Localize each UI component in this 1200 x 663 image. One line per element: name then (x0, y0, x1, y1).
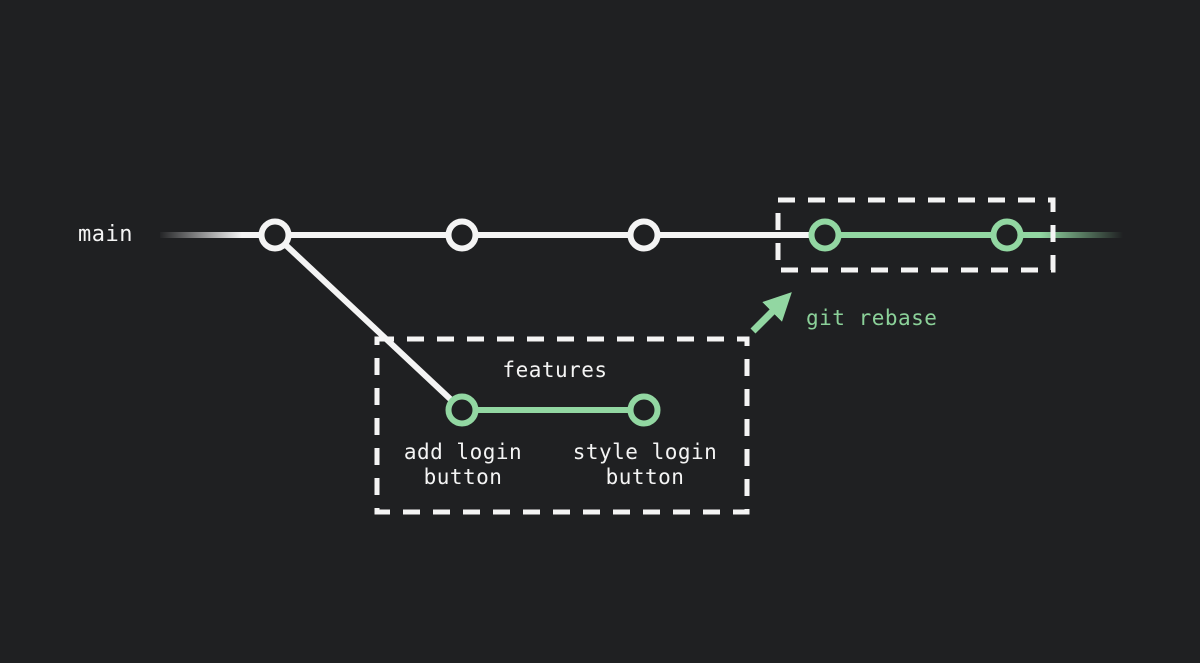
feature-commit-1 (445, 393, 479, 427)
rebase-command-label: git rebase (806, 306, 938, 330)
main-commit-1 (258, 218, 292, 252)
rebased-commit-1 (808, 218, 842, 252)
feature-commit-2 (627, 393, 661, 427)
main-commit-2 (445, 218, 479, 252)
rebase-arrow-icon (750, 292, 792, 334)
features-branch-box (374, 336, 750, 515)
rebased-commit-2 (990, 218, 1024, 252)
main-branch-label: main (78, 222, 133, 247)
feature-commit-2-label: style login button (572, 440, 718, 489)
rebased-commits-box (775, 197, 1056, 273)
main-commit-3 (627, 218, 661, 252)
features-branch-label: features (502, 358, 608, 382)
feature-commit-1-label: add login button (403, 440, 523, 489)
branch-diagonal-line (272, 232, 465, 413)
